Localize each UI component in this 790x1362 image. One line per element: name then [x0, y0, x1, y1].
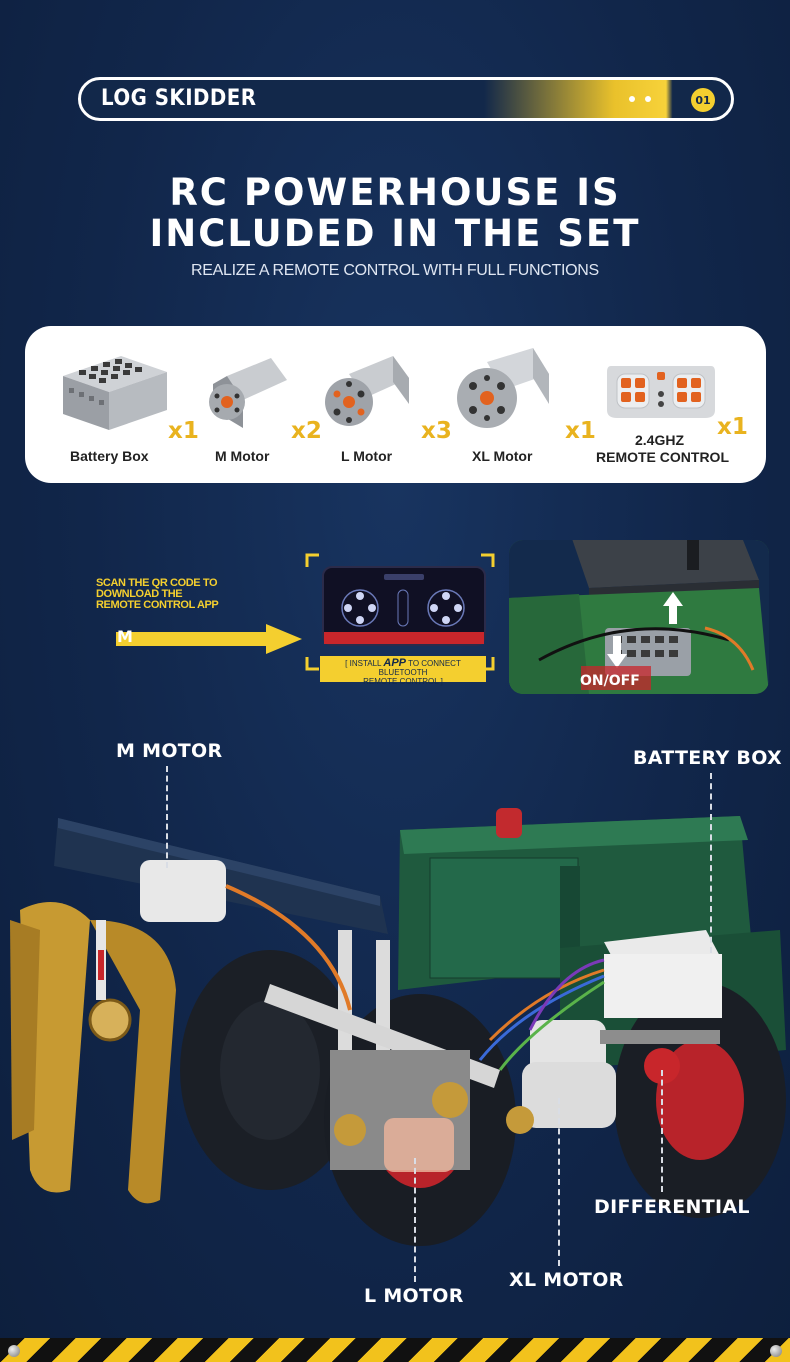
- arrow-right-icon: [116, 624, 302, 654]
- headline: RC POWERHOUSE IS INCLUDED IN THE SET: [0, 172, 790, 254]
- header-pill: LOG SKIDDER 01: [78, 77, 734, 121]
- callout-line: [710, 773, 712, 953]
- phone-app-screenshot: [322, 566, 486, 646]
- hazard-stripe: [0, 1338, 790, 1362]
- headline-line-1: RC POWERHOUSE IS: [169, 171, 621, 214]
- callout-xl-motor: XL MOTOR: [509, 1269, 624, 1291]
- callout-line: [661, 1070, 663, 1192]
- components-card: x1 Battery Box x2 M Motor: [25, 326, 766, 483]
- bolt-icon: [770, 1345, 782, 1357]
- component-qty: x1: [717, 414, 748, 440]
- component-label: XL Motor: [472, 448, 533, 464]
- component-battery-box: x1 Battery Box: [55, 326, 199, 483]
- component-qty: x2: [291, 418, 322, 444]
- component-label: Battery Box: [70, 448, 149, 464]
- m-motor-icon: [209, 358, 287, 428]
- l-motor-icon: [325, 356, 409, 426]
- component-qty: x3: [421, 418, 452, 444]
- scan-line-2: DOWNLOAD THE: [96, 588, 183, 600]
- bolt-icon: [8, 1345, 20, 1357]
- component-label-line-1: 2.4GHZ: [635, 432, 685, 448]
- component-remote-control: x1 2.4GHZ REMOTE CONTROL: [595, 326, 760, 483]
- headline-line-2: INCLUDED IN THE SET: [149, 212, 641, 255]
- component-xl-motor: x1 XL Motor: [455, 326, 596, 483]
- component-m-motor: x2 M Motor: [203, 326, 333, 483]
- battery-box-icon: [63, 356, 167, 430]
- install-app-banner: [ INSTALL APP TO CONNECT BLUETOOTH REMOT…: [320, 656, 486, 686]
- component-l-motor: x3 L Motor: [321, 326, 452, 483]
- arrow-letter: M: [117, 627, 133, 646]
- scan-line-3: REMOTE CONTROL APP: [96, 599, 219, 611]
- component-qty: x1: [565, 418, 596, 444]
- callout-l-motor: L MOTOR: [364, 1285, 464, 1307]
- callout-line: [558, 1098, 560, 1266]
- callout-differential: DIFFERENTIAL: [594, 1196, 750, 1218]
- remote-control-icon: [607, 366, 715, 418]
- component-label: M Motor: [215, 448, 270, 464]
- xl-motor-icon: [457, 348, 549, 428]
- scan-instructions: SCAN THE QR CODE TO DOWNLOAD THE REMOTE …: [96, 578, 296, 611]
- header-number-badge: 01: [691, 88, 715, 112]
- component-label-line-2: REMOTE CONTROL: [596, 449, 729, 465]
- battery-box-switch-illustration: [509, 540, 769, 694]
- header-title: LOG SKIDDER: [101, 86, 257, 111]
- component-qty: x1: [168, 418, 199, 444]
- callout-m-motor: M MOTOR: [116, 740, 223, 762]
- app-controller-icon: [324, 574, 484, 644]
- log-skidder-illustration: [10, 808, 786, 1246]
- callout-battery-box: BATTERY BOX: [633, 747, 782, 769]
- callout-line: [166, 766, 168, 868]
- scan-line-1: SCAN THE QR CODE TO: [96, 577, 218, 589]
- battery-box-photo: [509, 540, 769, 694]
- component-label: L Motor: [341, 448, 393, 464]
- callout-line: [414, 1158, 416, 1282]
- headline-subtitle: REALIZE A REMOTE CONTROL WITH FULL FUNCT…: [191, 262, 599, 279]
- on-off-label: ON/OFF: [580, 673, 640, 689]
- header-dots: [629, 96, 651, 102]
